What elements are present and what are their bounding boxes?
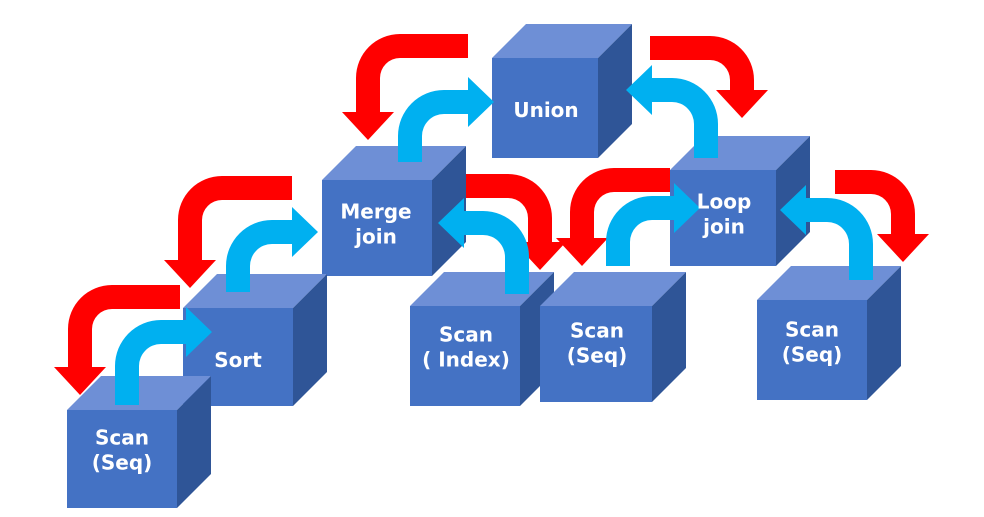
node-label-scan-seq-mid: (Seq): [567, 344, 628, 368]
arrow-merge-join-to-scan-index: [465, 174, 566, 270]
node-label-merge-join: Merge: [340, 200, 411, 224]
node-label-scan-seq-right: Scan: [785, 318, 839, 342]
node-label-loop-join: Loop: [697, 190, 752, 214]
node-union: [492, 24, 632, 158]
node-label-sort: Sort: [214, 348, 262, 372]
cube-top-face: [492, 24, 632, 58]
cube-front-face: [322, 180, 432, 276]
node-scan-seq-right: [757, 266, 901, 400]
node-label-scan-seq-left: Scan: [95, 426, 149, 450]
cube-top-face: [183, 274, 327, 308]
node-label-scan-seq-mid: Scan: [570, 319, 624, 343]
cube-side-face: [432, 146, 466, 276]
node-label-loop-join: join: [702, 215, 745, 239]
arrow-loop-join-to-union: [626, 65, 718, 158]
cube-front-face: [492, 58, 598, 158]
arrow-scan-seq-left-to-sort: [115, 307, 212, 405]
node-label-scan-index: ( Index): [422, 348, 510, 372]
node-label-scan-seq-right: (Seq): [782, 343, 843, 367]
cube-front-face: [757, 300, 867, 400]
cube-side-face: [177, 376, 211, 508]
cube-front-face: [410, 306, 520, 406]
arrow-sort-to-scan-seq-left: [54, 285, 180, 395]
node-label-scan-seq-left: (Seq): [92, 451, 153, 475]
cube-front-face: [67, 410, 177, 508]
request-arrows: [54, 34, 929, 395]
cube-side-face: [867, 266, 901, 400]
cube-side-face: [598, 24, 632, 158]
arrow-merge-join-to-union: [398, 77, 494, 162]
node-scan-seq-mid: [540, 272, 686, 402]
cube-front-face: [540, 306, 652, 402]
arrow-loop-join-to-scan-seq-right: [835, 170, 929, 262]
node-label-scan-index: Scan: [439, 323, 493, 347]
arrow-loop-join-to-scan-seq-mid: [556, 168, 670, 266]
node-merge-join: [322, 146, 466, 276]
cube-side-face: [652, 272, 686, 402]
arrow-union-to-loop-join: [650, 36, 768, 118]
cube-side-face: [293, 274, 327, 406]
result-arrows: [115, 65, 873, 405]
arrow-scan-seq-mid-to-loop-join: [606, 183, 700, 266]
arrow-scan-index-to-merge-join: [438, 198, 529, 294]
node-scan-seq-left: [67, 376, 211, 508]
node-label-union: Union: [513, 98, 578, 122]
arrow-scan-seq-right-to-loop-join: [780, 185, 873, 280]
arrow-merge-join-to-sort: [164, 176, 292, 288]
node-label-merge-join: join: [354, 225, 397, 249]
plan-nodes: [67, 24, 901, 508]
node-scan-index: [410, 272, 554, 406]
arrow-union-to-merge-join: [342, 34, 468, 140]
cube-top-face: [540, 272, 686, 306]
arrow-sort-to-merge-join: [226, 207, 318, 292]
node-labels: UnionMergejoinLoopjoinSortScan(Seq)Scan(…: [92, 98, 843, 475]
cube-top-face: [322, 146, 466, 180]
